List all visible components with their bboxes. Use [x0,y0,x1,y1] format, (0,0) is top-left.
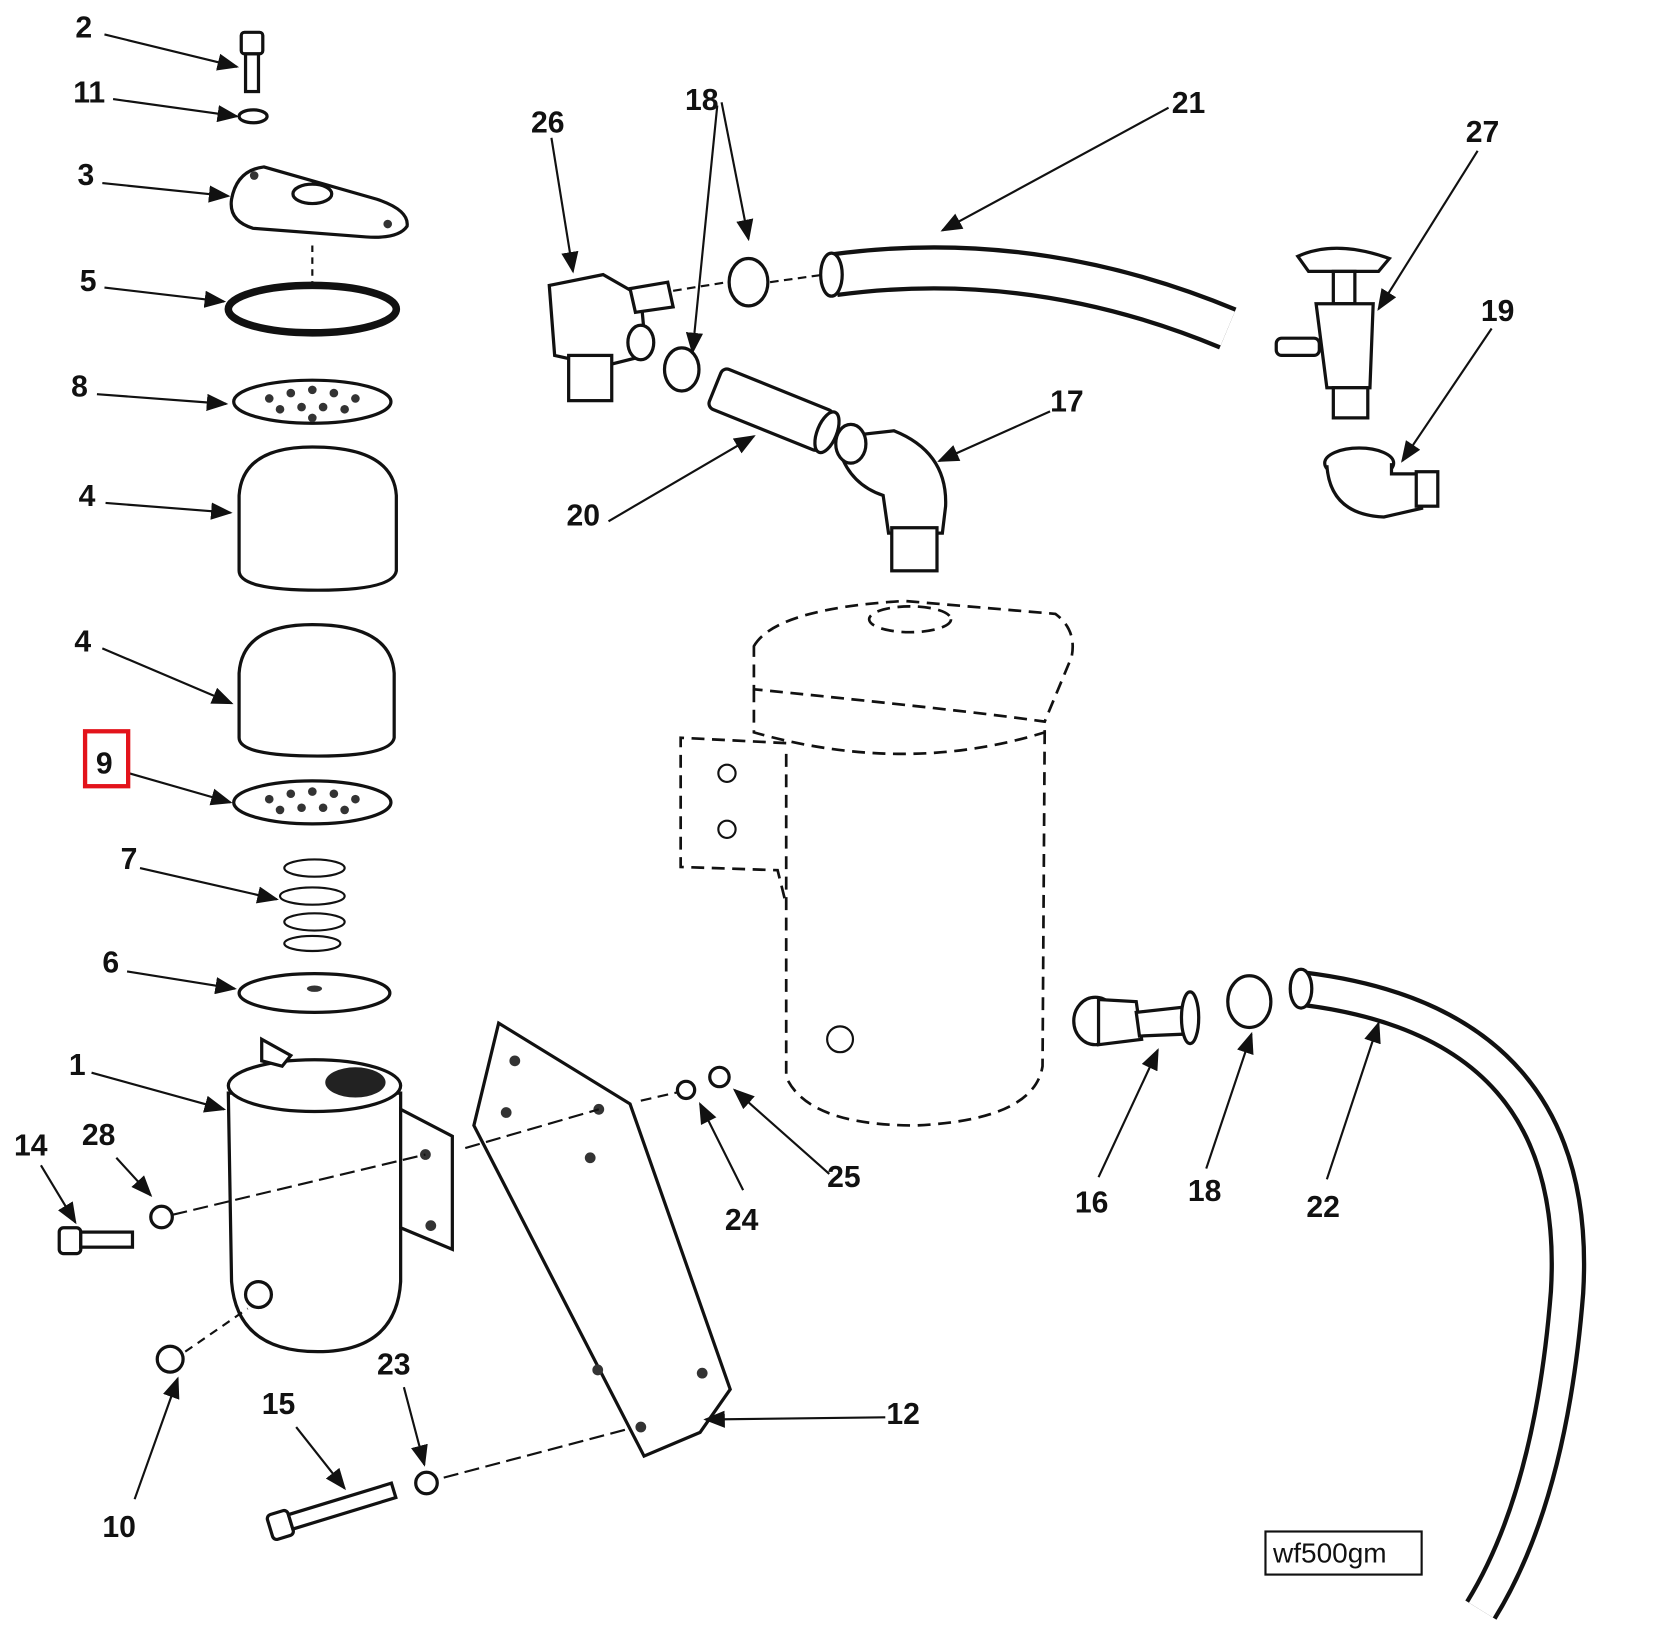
fitting-16 [1072,990,1201,1047]
gasket-plate-12 [472,1020,733,1459]
filter-element-4-upper [237,445,398,592]
figure-code-box [1264,1530,1423,1576]
nut-28 [149,1204,174,1230]
mounted-housing-outline [679,599,1074,1127]
callout-5: 5 [80,265,97,298]
clamp-18-lower [662,346,701,393]
callout-28: 28 [82,1119,116,1152]
elbow-26 [547,272,676,403]
callout-9: 9 [96,747,113,780]
callout-17: 17 [1050,385,1084,418]
filter-element-4-lower [237,623,396,758]
nut-25 [708,1065,731,1089]
callout-7: 7 [121,843,138,876]
callout-21: 21 [1172,87,1206,120]
leader-lines [40,33,1493,1500]
washer-11 [237,108,269,125]
gasket-5 [224,281,401,337]
callout-26: 26 [531,106,565,139]
plate-8 [232,378,393,425]
callout-4-lower: 4 [74,626,91,659]
spring-7 [278,858,346,953]
nut-10 [155,1344,185,1374]
clamp-18-right [1226,974,1273,1030]
callout-8: 8 [71,370,88,403]
callout-24: 24 [725,1204,759,1237]
elbow-19 [1323,446,1440,519]
callout-3: 3 [78,159,95,192]
callout-2: 2 [75,12,92,45]
callout-25: 25 [827,1161,861,1194]
filter-body-1 [226,1036,454,1354]
callout-11: 11 [73,76,105,109]
callout-18-top: 18 [685,84,719,117]
callout-18-right: 18 [1188,1175,1222,1208]
callout-27: 27 [1466,116,1500,149]
callout-4-upper: 4 [79,480,96,513]
callout-22: 22 [1306,1191,1340,1224]
disc-6 [237,971,392,1014]
callout-20: 20 [567,500,601,533]
washer-23 [414,1470,439,1496]
callout-10: 10 [102,1511,136,1544]
plate-9 [232,779,393,826]
callout-6: 6 [102,947,119,980]
valve-27 [1274,246,1393,420]
bolt-14 [57,1226,135,1256]
callout-14: 14 [14,1130,48,1163]
cover-3 [229,165,409,239]
bolt-15 [265,1481,398,1542]
callout-12: 12 [886,1398,920,1431]
callout-23: 23 [377,1348,411,1381]
callout-15: 15 [262,1388,296,1421]
callout-1: 1 [69,1049,86,1082]
elbow-17 [834,422,948,573]
figure-code: wf500gm [1272,1538,1387,1569]
washer-24 [675,1079,697,1101]
hose-20 [707,367,841,455]
callout-16: 16 [1075,1187,1109,1220]
clamp-18-upper [727,256,770,308]
callout-19: 19 [1481,295,1515,328]
highlight-box [82,729,131,789]
bolt-2 [239,30,265,94]
